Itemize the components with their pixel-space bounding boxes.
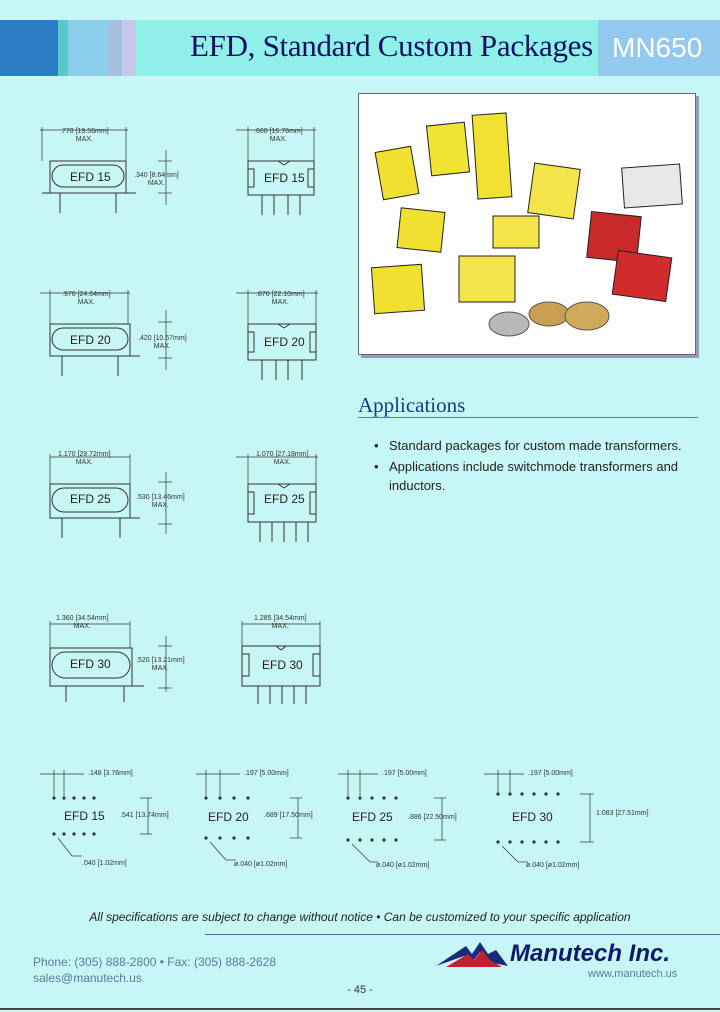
efd15-front-drawing: .770 [19.56mm]MAX. .340 [8.64mm]MAX. EFD… [40, 125, 200, 235]
side-width-dimension: 1.070 [27.18mm]MAX. [256, 451, 309, 466]
side-width-dimension: .870 [22.10mm]MAX. [256, 291, 305, 306]
span-dimension: .689 [17.50mm] [264, 812, 313, 819]
efd30-side-drawing: 1.285 [34.54mm]MAX. EFD 30 [236, 615, 396, 732]
header-stripe [58, 20, 68, 76]
efd30-footprint: .197 [5.00mm] 1.083 [27.51mm] ø.040 [ø1.… [484, 768, 649, 878]
efd30-footprint-svg [484, 770, 594, 863]
efd25-side-svg [236, 454, 318, 542]
efd30-front-drawing: 1.360 [34.54mm]MAX. .520 [13.21mm]MAX. E… [40, 615, 200, 732]
footprint-label: EFD 20 [208, 810, 249, 824]
hole-dimension: ø.040 [ø1.02mm] [526, 862, 580, 869]
pitch-dimension: .148 [3.76mm] [88, 770, 133, 777]
page-number: - 45 - [347, 984, 373, 996]
footprint-label: EFD 15 [64, 809, 105, 823]
span-dimension: .541 [13.74mm] [120, 812, 169, 819]
width-dimension: .970 [24.64mm]MAX. [62, 291, 111, 306]
bottom-rule [0, 1008, 720, 1010]
efd15-front-svg [40, 127, 172, 213]
applications-heading: Applications [358, 393, 466, 417]
manutech-logo-icon [436, 942, 508, 967]
efd20-side-drawing: .870 [22.10mm]MAX. EFD 20 [236, 288, 396, 398]
height-dimension: .530 [13.46mm]MAX. [136, 494, 185, 509]
header-stripe [122, 20, 136, 76]
header-stripe [68, 20, 108, 76]
front-label: EFD 25 [70, 492, 111, 506]
applications-list: Standard packages for custom made transf… [372, 436, 702, 497]
efd25-footprint: .197 [5.00mm] .886 [22.50mm] ø.040 [ø1.0… [338, 768, 498, 878]
front-label: EFD 15 [70, 170, 111, 184]
efd30-side-svg [241, 621, 321, 704]
span-dimension: .886 [22.50mm] [408, 814, 457, 821]
efd15-side-drawing: .660 [16.76mm]MAX. EFD 15 [236, 125, 396, 235]
span-dimension: 1.083 [27.51mm] [596, 810, 649, 817]
hole-dimension: ø.040 [ø1.02mm] [376, 862, 430, 869]
hole-dimension: .040 [1.02mm] [82, 860, 127, 867]
page-title: EFD, Standard Custom Packages [190, 28, 593, 63]
efd25-front-drawing: 1.170 [29.72mm]MAX. .530 [13.46mm]MAX. E… [40, 451, 200, 562]
company-logo-text: Manutech Inc. [510, 940, 671, 967]
front-label: EFD 20 [70, 333, 111, 347]
phone-fax: Phone: (305) 888-2800 • Fax: (305) 888-2… [33, 955, 277, 969]
efd20-footprint: .197 [5.00mm] .689 [17.50mm] ø.040 [ø1.0… [196, 768, 356, 878]
applications-divider [358, 417, 698, 418]
efd15-footprint: .148 [3.76mm] .541 [13.74mm] .040 [1.02m… [40, 768, 200, 878]
part-number: MN650 [612, 32, 703, 63]
contact-info: Phone: (305) 888-2800 • Fax: (305) 888-2… [33, 954, 276, 986]
efd15-side-svg [236, 127, 316, 215]
side-label: EFD 25 [264, 492, 305, 506]
part-number-badge: MN650 [598, 20, 720, 76]
side-label: EFD 30 [262, 658, 303, 672]
header-stripe [0, 20, 58, 76]
height-dimension: .340 [8.64mm]MAX. [134, 172, 179, 187]
email-link[interactable]: sales@manutech.us [33, 971, 142, 985]
product-photo [358, 93, 696, 355]
disclaimer-note: All specifications are subject to change… [89, 910, 631, 924]
website-link[interactable]: www.manutech.us [588, 968, 678, 980]
header-stripe [108, 20, 122, 76]
width-dimension: 1.360 [34.54mm]MAX. [56, 615, 109, 630]
efd30-front-svg [49, 621, 172, 702]
side-width-dimension: 1.285 [34.54mm]MAX. [254, 615, 307, 630]
list-item: Applications include switchmode transfor… [372, 457, 702, 495]
height-dimension: .520 [13.21mm]MAX. [136, 657, 185, 672]
side-width-dimension: .660 [16.76mm]MAX. [254, 128, 303, 143]
side-label: EFD 20 [264, 335, 305, 349]
coin [488, 301, 610, 337]
efd20-front-drawing: .970 [24.64mm]MAX. .420 [10.67mm]MAX. EF… [40, 288, 200, 398]
efd15-footprint-svg [40, 770, 152, 857]
efd20-front-svg [40, 290, 172, 376]
efd25-footprint-svg [338, 770, 446, 863]
product-photo-svg [370, 112, 683, 337]
pitch-dimension: .197 [5.00mm] [528, 770, 573, 777]
hole-dimension: ø.040 [ø1.02mm] [234, 861, 288, 868]
efd25-front-svg [49, 454, 172, 538]
efd25-side-drawing: 1.070 [27.18mm]MAX. EFD 25 [236, 451, 396, 562]
pitch-dimension: .197 [5.00mm] [244, 770, 289, 777]
list-item: Standard packages for custom made transf… [372, 436, 702, 455]
footer-divider [205, 934, 720, 935]
width-dimension: .770 [19.56mm]MAX. [60, 128, 109, 143]
footprint-label: EFD 30 [512, 810, 553, 824]
side-label: EFD 15 [264, 171, 305, 185]
height-dimension: .420 [10.67mm]MAX. [138, 335, 187, 350]
transformer-core [370, 112, 683, 315]
efd20-side-svg [236, 290, 318, 380]
front-label: EFD 30 [70, 657, 111, 671]
footprint-label: EFD 25 [352, 810, 393, 824]
pitch-dimension: .197 [5.00mm] [382, 770, 427, 777]
efd20-footprint-svg [196, 770, 302, 861]
width-dimension: 1.170 [29.72mm]MAX. [58, 451, 111, 466]
